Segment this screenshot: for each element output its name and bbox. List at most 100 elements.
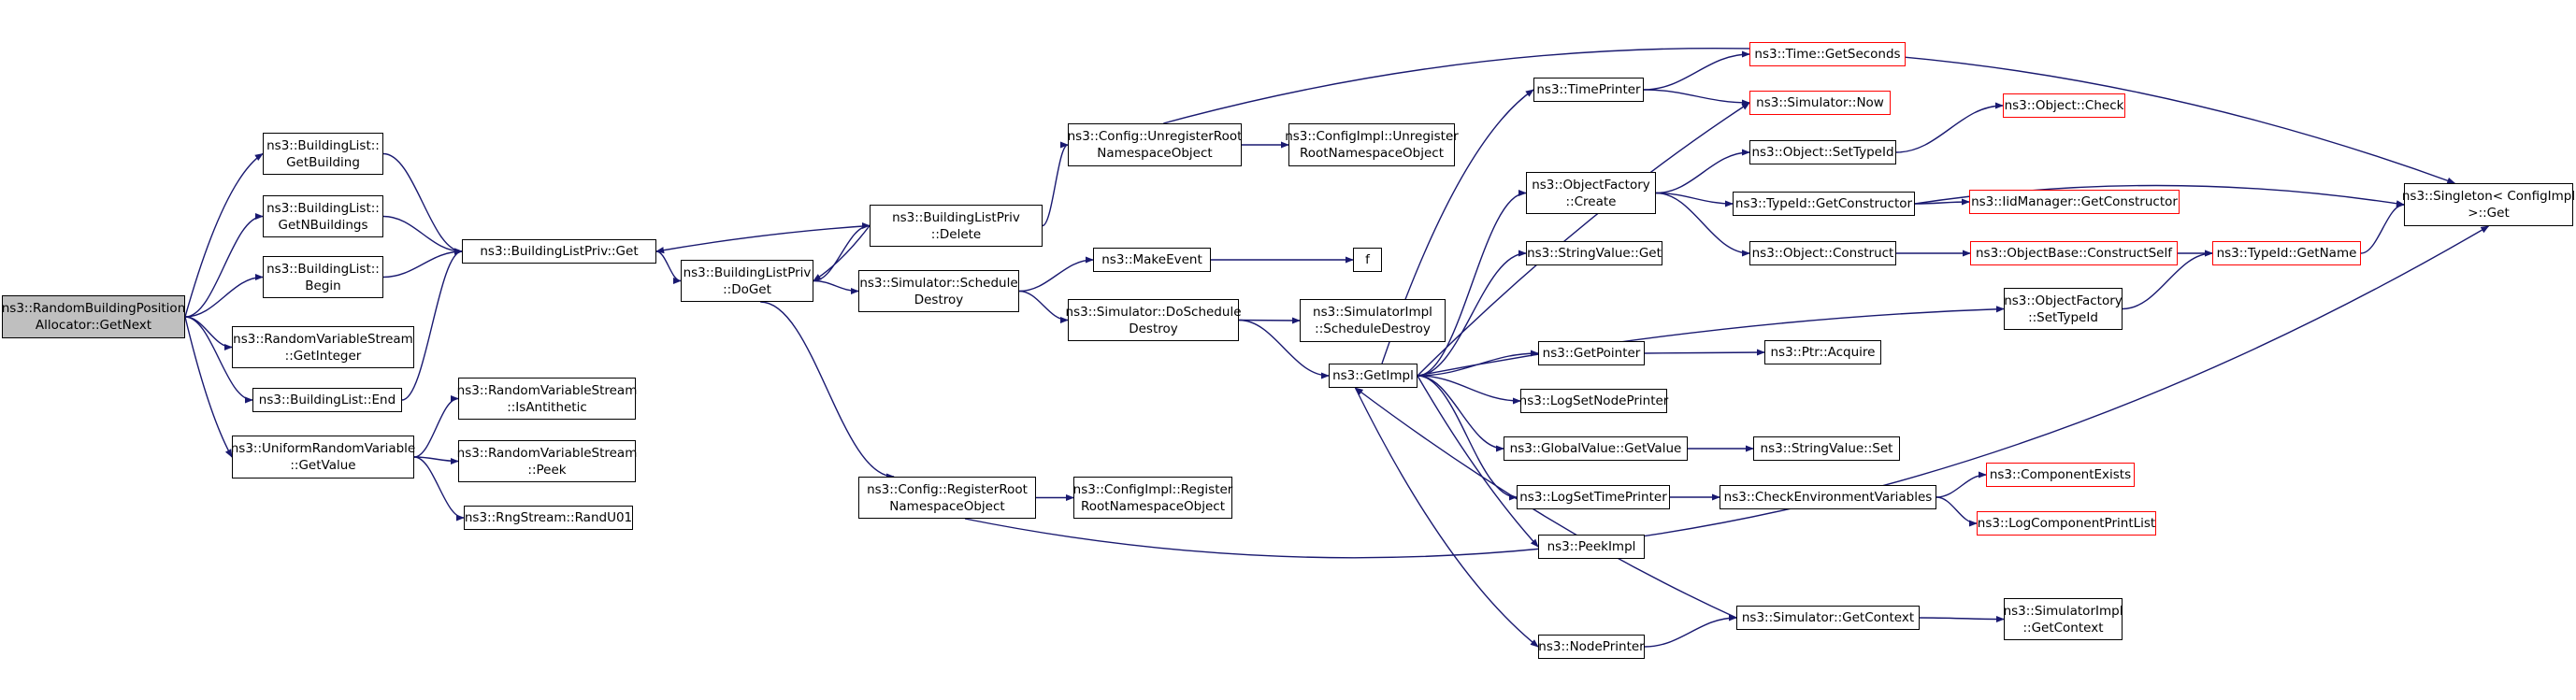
edge-of-create-to-object-settypeid (1655, 149, 1750, 194)
edge-bl-begin-to-blp-get (382, 248, 463, 279)
graph-node-componentexists[interactable]: ns3::ComponentExists (1986, 463, 2135, 487)
graph-node-bl-end[interactable]: ns3::BuildingList::End (252, 388, 402, 412)
graph-node-getimpl[interactable]: ns3::GetImpl (1329, 364, 1418, 388)
call-edges (184, 47, 2490, 648)
graph-node-peekimpl[interactable]: ns3::PeekImpl (1538, 535, 1645, 559)
graph-node-label: ns3::UniformRandomVariable (230, 441, 416, 456)
graph-node-label: ns3::SimulatorImpl (1313, 305, 1432, 320)
edge-getimpl-to-sim-now (1417, 102, 1750, 377)
graph-node-bl-getbuilding[interactable]: ns3::BuildingList::GetBuilding (263, 133, 383, 175)
graph-node-label: ns3::RngStream::RandU01 (464, 510, 633, 525)
graph-node-label: ns3::Config::RegisterRoot (867, 481, 1028, 497)
edge-blp-delete-to-cfg-unregisterroot (1042, 141, 1069, 227)
graph-node-label: Destroy (914, 292, 964, 307)
graph-node-globalvalue-getvalue[interactable]: ns3::GlobalValue::GetValue (1504, 436, 1688, 461)
graph-node-logsetnodeprinter[interactable]: ns3::LogSetNodePrinter (1519, 389, 1668, 413)
graph-node-label: ns3::GlobalValue::GetValue (1509, 441, 1682, 456)
edge-getimpl-to-getpointer (1417, 350, 1539, 377)
graph-node-of-create[interactable]: ns3::ObjectFactory::Create (1526, 172, 1656, 214)
graph-node-label: ns3::Simulator::GetContext (1741, 610, 1915, 625)
graph-node-label: ns3::TimePrinter (1536, 82, 1641, 97)
graph-node-typeid-getconstructor[interactable]: ns3::TypeId::GetConstructor (1733, 192, 1915, 216)
graph-node-label: ns3::LogSetTimePrinter (1519, 490, 1667, 505)
graph-node-rvs-getint[interactable]: ns3::RandomVariableStream::GetInteger (232, 326, 414, 368)
graph-node-label: ns3::GetPointer (1542, 346, 1641, 361)
graph-node-blp-get[interactable]: ns3::BuildingListPriv::Get (462, 239, 656, 264)
graph-node-nodeprinter[interactable]: ns3::NodePrinter (1538, 635, 1645, 659)
graph-node-ptr-acquire[interactable]: ns3::Ptr::Acquire (1764, 340, 1881, 364)
edge-bl-getbuilding-to-blp-get (382, 152, 463, 255)
edge-timeprinter-to-sim-now (1643, 89, 1750, 107)
graph-node-simimpl-scheduledestroy[interactable]: ns3::SimulatorImpl::ScheduleDestroy (1300, 299, 1446, 342)
graph-node-label: NamespaceObject (1097, 146, 1213, 161)
graph-node-rvs-isanti[interactable]: ns3::RandomVariableStream::IsAntithetic (457, 378, 637, 420)
graph-node-label: ns3::GetImpl (1332, 368, 1414, 383)
graph-node-objectbase-constructself[interactable]: ns3::ObjectBase::ConstructSelf (1970, 241, 2178, 265)
graph-node-label: ns3::ObjectBase::ConstructSelf (1976, 246, 2172, 261)
graph-node-bl-getn[interactable]: ns3::BuildingList::GetNBuildings (263, 195, 383, 237)
graph-node-label: ns3::PeekImpl (1547, 539, 1636, 554)
graph-node-singleton-get[interactable]: ns3::Singleton< ConfigImpl>::Get (2402, 183, 2575, 226)
graph-node-stringvalue-get[interactable]: ns3::StringValue::Get (1526, 241, 1662, 265)
graph-node-label: GetBuilding (286, 154, 360, 170)
graph-node-label: ns3::IidManager::GetConstructor (1971, 194, 2178, 209)
edge-urv-getvalue-to-rng-randu01 (413, 456, 465, 521)
edge-sim-doschedule-destroy-to-getimpl (1238, 319, 1330, 379)
graph-node-label: ns3::Time::GetSeconds (1754, 47, 1901, 62)
graph-node-sim-getcontext[interactable]: ns3::Simulator::GetContext (1736, 606, 1920, 630)
graph-node-f[interactable]: f (1353, 248, 1382, 272)
graph-node-label: ns3::ObjectFactory (2004, 293, 2123, 308)
graph-node-label: ::IsAntithetic (507, 399, 587, 415)
graph-node-logcomponentprintlist[interactable]: ns3::LogComponentPrintList (1977, 511, 2156, 536)
graph-node-rng-randu01[interactable]: ns3::RngStream::RandU01 (464, 506, 633, 530)
edge-bl-getn-to-blp-get (382, 215, 463, 255)
graph-node-checkenvvars[interactable]: ns3::CheckEnvironmentVariables (1720, 485, 1936, 509)
graph-node-getpointer[interactable]: ns3::GetPointer (1538, 341, 1645, 365)
graph-node-object-construct[interactable]: ns3::Object::Construct (1749, 241, 1896, 265)
graph-node-label: ns3::LogComponentPrintList (1977, 516, 2156, 531)
graph-node-label: ::GetInteger (284, 348, 362, 364)
graph-node-timeprinter[interactable]: ns3::TimePrinter (1533, 78, 1644, 102)
edge-getpointer-to-ptr-acquire (1644, 349, 1765, 356)
graph-node-make-event[interactable]: ns3::MakeEvent (1093, 248, 1211, 272)
graph-node-urv-getvalue[interactable]: ns3::UniformRandomVariable::GetValue (230, 436, 416, 479)
graph-node-label: ns3::SimulatorImpl (2003, 603, 2123, 619)
graph-node-object-check[interactable]: ns3::Object::Check (2003, 93, 2125, 118)
graph-node-typeid-getname[interactable]: ns3::TypeId::GetName (2212, 241, 2361, 265)
graph-node-bl-begin[interactable]: ns3::BuildingList::Begin (263, 256, 383, 298)
graph-node-blp-delete[interactable]: ns3::BuildingListPriv::Delete (870, 205, 1043, 247)
graph-node-logsettimeprinter[interactable]: ns3::LogSetTimePrinter (1517, 485, 1670, 509)
graph-node-label: ns3::ComponentExists (1989, 467, 2132, 482)
edge-rbpa-to-bl-begin (184, 273, 264, 318)
edge-urv-getvalue-to-rvs-isanti (413, 394, 459, 458)
edge-getimpl-to-of-settypeid (1417, 306, 2005, 377)
graph-node-label: ns3::RandomVariableStream (233, 331, 413, 347)
graph-node-label: ns3::BuildingList:: (266, 261, 380, 277)
graph-node-iidmanager-getconstructor[interactable]: ns3::IidManager::GetConstructor (1969, 190, 2180, 214)
graph-node-object-settypeid[interactable]: ns3::Object::SetTypeId (1749, 140, 1896, 164)
graph-node-label: ns3::ConfigImpl::Unregister (1285, 129, 1459, 144)
graph-node-stringvalue-set[interactable]: ns3::StringValue::Set (1753, 436, 1900, 461)
graph-node-of-settypeid[interactable]: ns3::ObjectFactory::SetTypeId (2004, 288, 2123, 330)
graph-node-sim-now[interactable]: ns3::Simulator::Now (1749, 91, 1891, 115)
graph-node-label: ns3::ConfigImpl::Register (1072, 481, 1233, 497)
graph-node-label: GetNBuildings (278, 217, 368, 233)
graph-node-label: ns3::NodePrinter (1538, 639, 1645, 654)
graph-node-blp-doget[interactable]: ns3::BuildingListPriv::DoGet (681, 260, 813, 302)
graph-node-simimpl-getcontext[interactable]: ns3::SimulatorImpl::GetContext (2004, 598, 2123, 640)
graph-node-label: f (1365, 252, 1370, 267)
graph-node-label: Allocator::GetNext (35, 318, 152, 333)
graph-node-time-getseconds[interactable]: ns3::Time::GetSeconds (1749, 42, 1906, 66)
graph-node-label: ns3::BuildingList:: (266, 200, 380, 216)
graph-node-label: ::Peek (527, 462, 567, 478)
graph-node-rvs-peek[interactable]: ns3::RandomVariableStream::Peek (457, 440, 637, 482)
graph-node-label: RootNamespaceObject (1300, 146, 1444, 161)
